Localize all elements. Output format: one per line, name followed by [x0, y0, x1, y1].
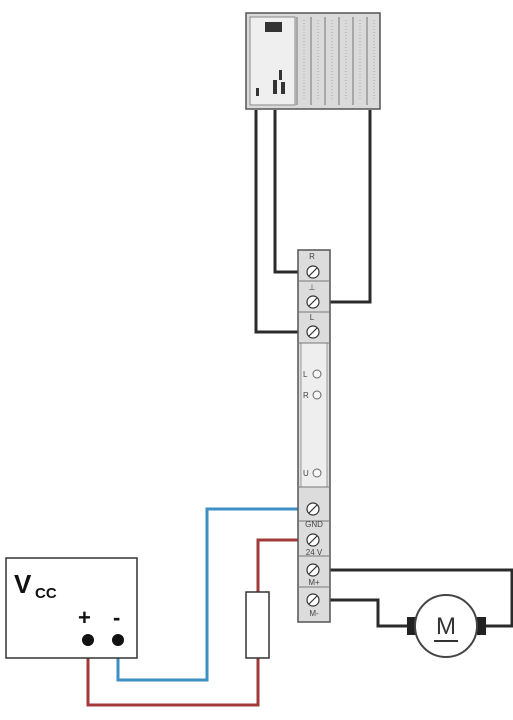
power-supply: V CC + -: [5, 557, 138, 659]
terminal-m-plus: M+: [306, 563, 320, 587]
led-label: U: [303, 469, 309, 478]
motor-lead-right: [477, 617, 486, 635]
motor-label: M: [436, 613, 456, 640]
terminal-label: ⊥: [309, 283, 316, 292]
led-label: L: [303, 370, 308, 379]
terminal-label: R: [309, 252, 315, 261]
terminal-label: 24 V: [306, 548, 323, 557]
terminal-label: GND: [305, 520, 323, 529]
wire-motor-minus: [322, 598, 410, 628]
wire-gnd-blue: [116, 507, 302, 682]
led-label: R: [303, 391, 309, 400]
motor: M: [407, 594, 486, 658]
wire-plc-to-terminal-r: [273, 110, 302, 274]
terminal-ground: ⊥: [306, 283, 320, 309]
supply-minus-label: -: [113, 605, 120, 630]
motor-icon: [414, 594, 478, 658]
wire-motor-plus: [322, 568, 513, 628]
terminal-label: L: [310, 313, 315, 322]
terminal-m-minus: M-: [306, 593, 320, 618]
supply-minus-terminal: [112, 634, 124, 646]
led-icon: [312, 390, 322, 400]
led-icon: [312, 468, 322, 478]
terminal-gnd: GND: [305, 502, 323, 529]
terminal-label: M+: [308, 578, 320, 587]
plc-io-slots: [296, 17, 368, 105]
led-icon: [312, 369, 322, 379]
terminal-label: M-: [309, 609, 319, 618]
wires: [86, 110, 513, 707]
terminal-r: R: [306, 252, 320, 279]
module-led-panel: [300, 342, 328, 488]
plc-display: [265, 22, 282, 32]
terminal-l: L: [306, 313, 320, 339]
fuse-icon: [245, 591, 270, 659]
supply-plus-terminal: [82, 634, 94, 646]
supply-plus-label: +: [78, 605, 91, 630]
terminal-24v: 24 V: [306, 533, 323, 557]
interface-module: R ⊥ L L R U: [297, 249, 331, 623]
wire-plc-to-terminal-l: [254, 110, 302, 334]
motor-lead-left: [407, 617, 416, 635]
wire-plc-to-terminal-ground: [322, 110, 372, 304]
supply-label-sub: CC: [35, 585, 57, 602]
led-l: L: [303, 369, 322, 379]
supply-label-main: V: [14, 569, 32, 599]
plc-unit: [245, 12, 381, 110]
led-u: U: [303, 468, 322, 478]
led-r: R: [303, 390, 322, 400]
wire-24v-red: [86, 538, 302, 707]
